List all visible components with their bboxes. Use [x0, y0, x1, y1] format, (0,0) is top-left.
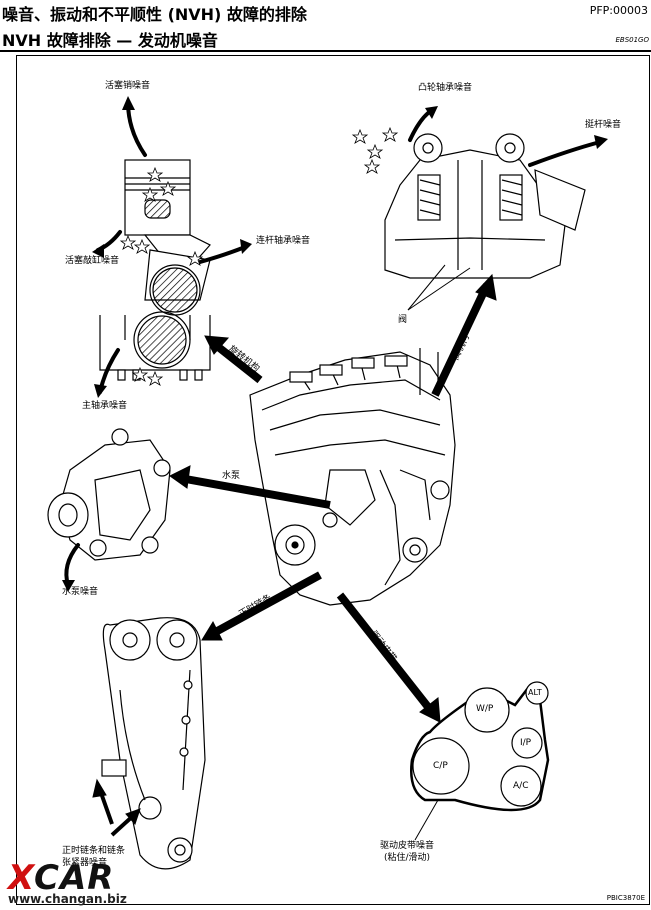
pulley-wp-label: W/P [476, 704, 494, 714]
belt-routing [410, 681, 550, 812]
page-title: 噪音、振动和不平顺性 (NVH) 故障的排除 [2, 5, 307, 24]
part-number: PFP:00003 [589, 4, 648, 17]
watermark-url: www.changan.biz [8, 892, 127, 906]
pulley-ac-label: A/C [513, 781, 529, 791]
belt-noise-pointer [414, 799, 439, 841]
engine-block [249, 348, 456, 606]
valve-pointer [407, 264, 471, 311]
cylinder-head [384, 133, 586, 279]
valve-label: 阀 [398, 315, 408, 325]
timing-chain [101, 617, 206, 870]
pulley-cp-label: C/P [433, 761, 448, 771]
piston-pin-noise-label: 活塞销噪音 [105, 81, 151, 91]
belt-noise-label-2: (粘住/滑动) [384, 853, 431, 863]
main-bearing-noise-label: 主轴承噪音 [82, 401, 128, 411]
water-pump-noise-label: 水泵噪音 [62, 587, 99, 597]
figure-frame [16, 55, 650, 905]
xcar-logo: XCAR [8, 858, 115, 898]
reference-code: EBS01GO [615, 36, 649, 44]
pulley-alt-label: ALT [528, 688, 542, 697]
water-pump [47, 428, 171, 561]
star-icon [119, 126, 399, 386]
arrow-icon [62, 96, 608, 592]
header-rule [0, 50, 651, 52]
conrod-bearing-noise-label: 连杆轴承噪音 [256, 236, 311, 246]
tappet-noise-label: 挺杆噪音 [585, 120, 622, 130]
chain-tensioner-noise-label-2: 张紧器噪音 [62, 858, 108, 868]
belt-noise-label-1: 驱动皮带噪音 [380, 841, 435, 851]
arrow-icon [92, 273, 497, 837]
camshaft-bearing-noise-label: 凸轮轴承噪音 [418, 83, 473, 93]
piston-slap-noise-label: 活塞敲缸噪音 [65, 256, 120, 266]
chain-tensioner-noise-label-1: 正时链条和链条 [62, 846, 126, 856]
figure-code: PBIC3870E [606, 894, 645, 902]
water-pump-label: 水泵 [222, 471, 241, 481]
section-title: NVH 故障排除 — 发动机噪音 [2, 31, 218, 50]
pulley-ip-label: I/P [520, 738, 532, 748]
